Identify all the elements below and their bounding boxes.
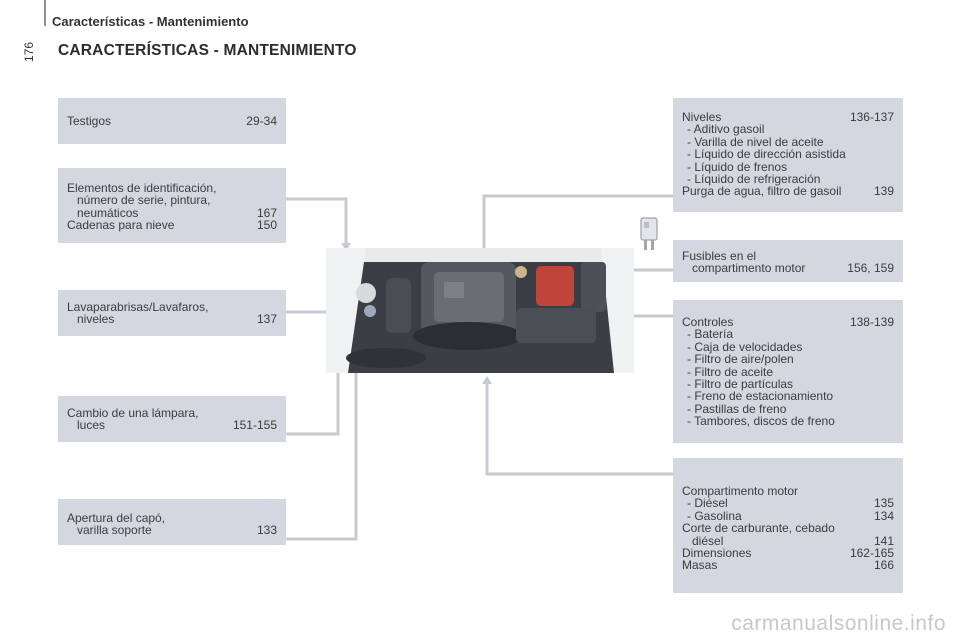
page-title: CARACTERÍSTICAS - MANTENIMIENTO <box>58 42 357 59</box>
section-header: Características - Mantenimiento <box>52 14 249 29</box>
engine-compartment-illustration <box>326 248 634 373</box>
margin-bar <box>44 0 46 26</box>
fuse-icon <box>640 217 658 250</box>
box-identificacion: Elementos de identificación, número de s… <box>58 168 286 243</box>
watermark: carmanualsonline.info <box>731 612 946 635</box>
